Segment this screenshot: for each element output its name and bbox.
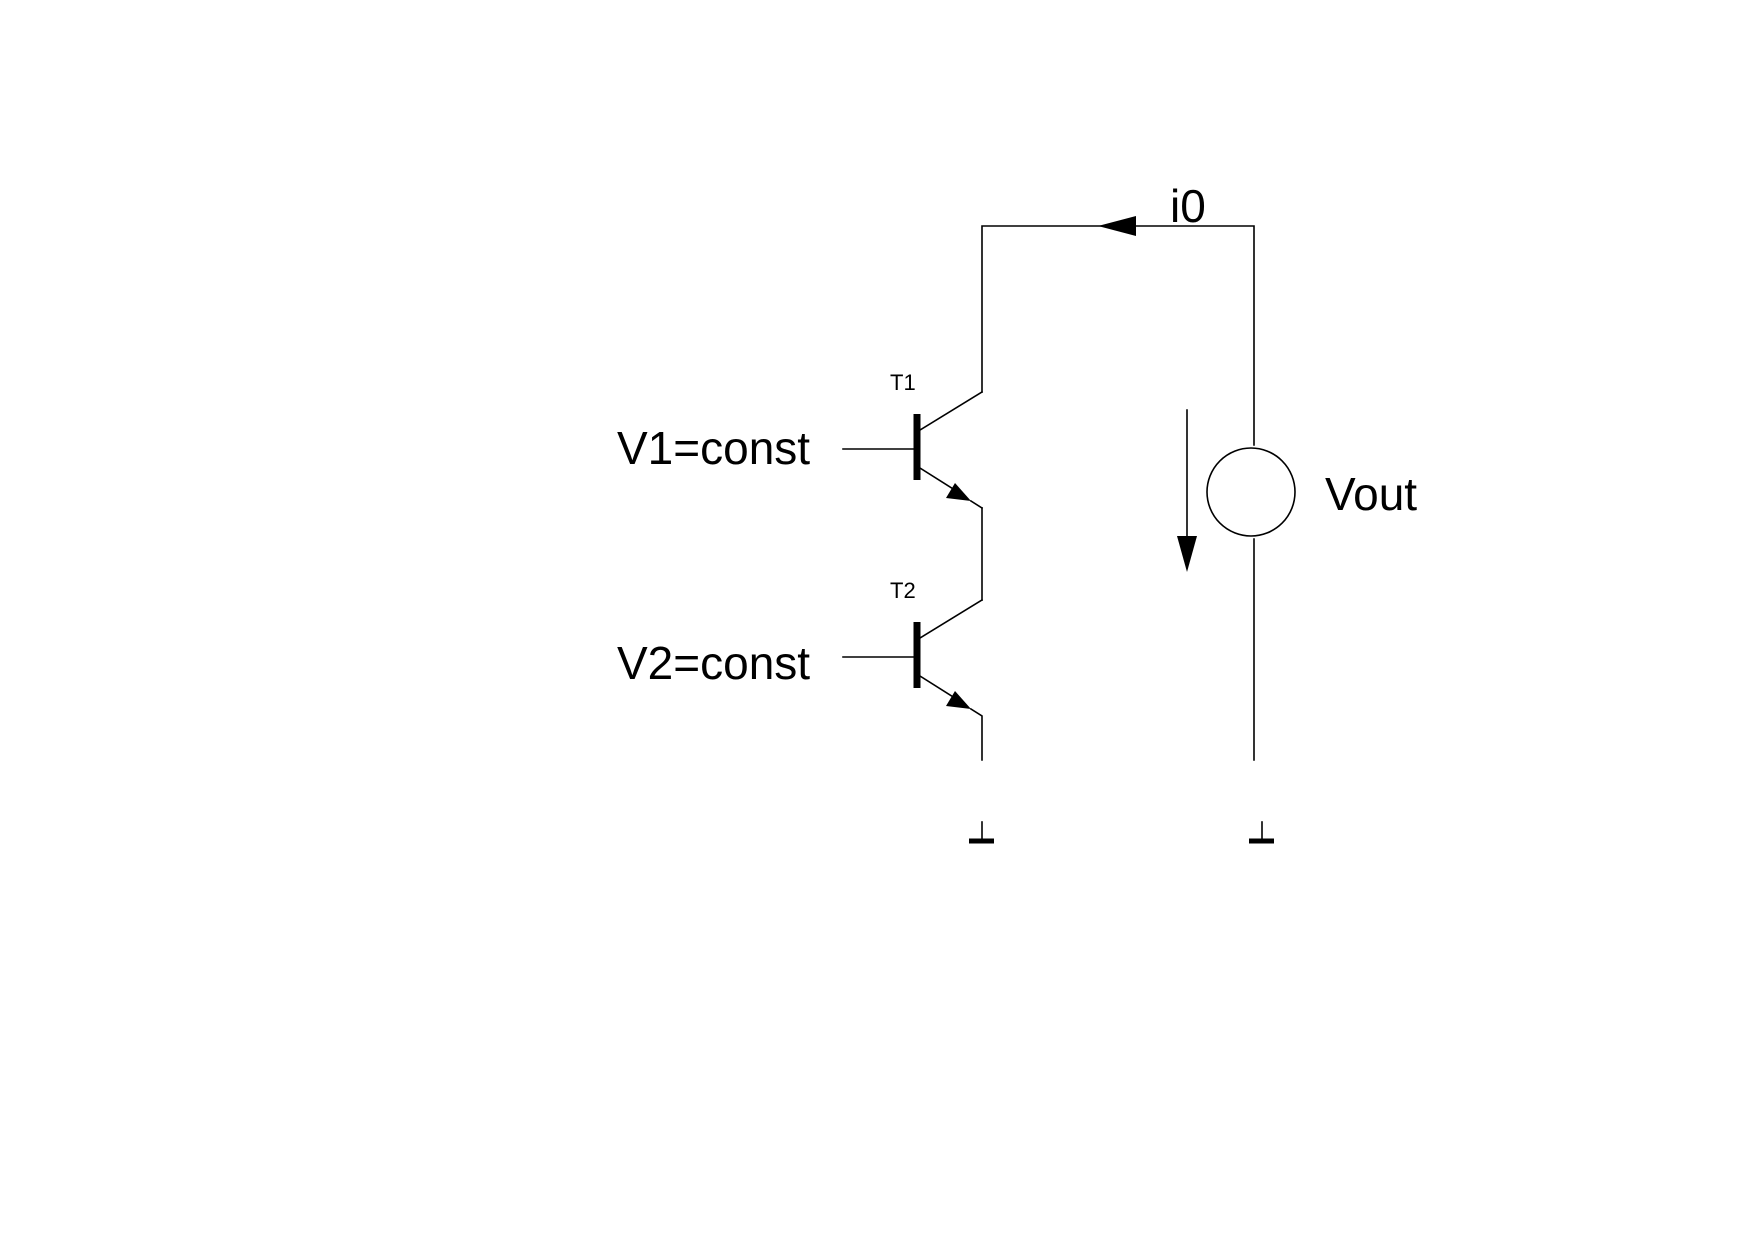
t2-emitter-lead [918,674,960,702]
top-wire [981,216,1255,446]
transistor-t1 [842,390,984,510]
voltage-source-vout [1177,409,1296,761]
input-label-v2: V2=const [617,637,810,689]
t2-emitter-to-ground [969,707,983,761]
ground-left [969,821,994,844]
transistor-label-t2: T2 [890,578,916,603]
current-arrow-i0 [1098,216,1136,236]
transistor-label-t1: T1 [890,370,916,395]
voltage-label-vout: Vout [1325,468,1417,520]
ground-right [1249,821,1274,844]
current-label-i0: i0 [1170,180,1206,232]
t2-emitter-arrow [946,691,971,709]
top-wire-path [981,225,1255,446]
t1-collector-lead [918,390,984,432]
t2-collector-lead [918,598,984,640]
t1-emitter-arrow [946,483,971,501]
t1-emitter-lead [918,466,960,494]
vout-source-circle [1206,447,1296,537]
vout-direction-arrow [1177,536,1197,572]
input-label-v1: V1=const [617,422,810,474]
t1-emitter-to-t2 [969,499,984,510]
transistor-t2 [842,598,984,761]
